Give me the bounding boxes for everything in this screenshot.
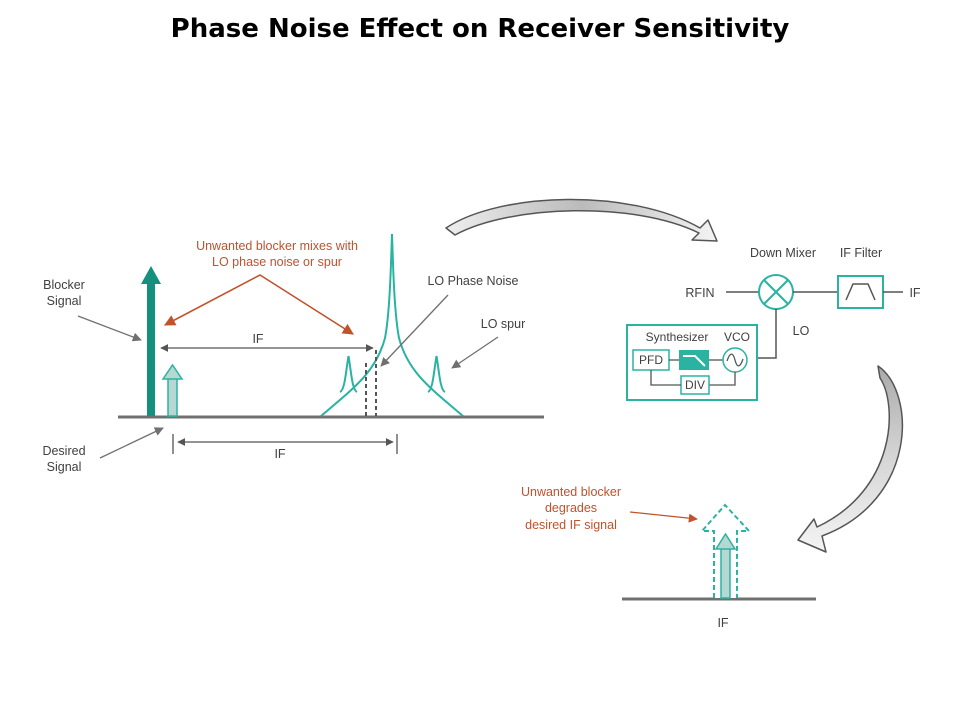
lo-phase-noise-label: LO Phase Noise bbox=[427, 274, 518, 288]
if-filter-label: IF Filter bbox=[840, 246, 882, 260]
output-annotation-pointer bbox=[629, 511, 698, 523]
desired-signal-pointer bbox=[99, 427, 164, 459]
lo-spur-right bbox=[427, 355, 446, 393]
vco-symbol bbox=[722, 347, 748, 373]
blocker-signal-pointer bbox=[77, 315, 142, 342]
output-spectrum: IF Unwanted blocker degrades desired IF … bbox=[521, 485, 816, 630]
blocker-signal-arrow bbox=[141, 266, 161, 416]
lo-spur-left bbox=[339, 355, 358, 393]
lo-spur-pointer bbox=[451, 336, 499, 369]
lo-spur-label: LO spur bbox=[481, 317, 525, 331]
desired-signal-label-line2: Signal bbox=[47, 460, 82, 474]
vco-to-div-wire bbox=[709, 372, 736, 386]
blocker-mix-arrow bbox=[164, 274, 354, 335]
output-annotation-line2: degrades bbox=[545, 501, 597, 515]
output-if-label: IF bbox=[717, 616, 728, 630]
page-title: Phase Noise Effect on Receiver Sensitivi… bbox=[170, 14, 790, 44]
mix-annotation-line2: LO phase noise or spur bbox=[212, 255, 342, 269]
down-mixer-label: Down Mixer bbox=[750, 246, 816, 260]
output-annotation-line1: Unwanted blocker bbox=[521, 485, 621, 499]
lo-label: LO bbox=[793, 324, 810, 338]
synthesizer-label: Synthesizer bbox=[646, 330, 709, 344]
if-output-label: IF bbox=[909, 286, 920, 300]
loop-filter-block bbox=[679, 350, 709, 370]
desired-if-signal-arrow bbox=[714, 532, 737, 599]
lo-phase-noise-curve bbox=[320, 233, 464, 417]
pfd-label: PFD bbox=[639, 353, 663, 367]
blocker-signal-label-line2: Signal bbox=[47, 294, 82, 308]
vco-label: VCO bbox=[724, 330, 750, 344]
spectrum-diagram: Unwanted blocker mixes with LO phase noi… bbox=[42, 233, 544, 474]
output-annotation-line3: desired IF signal bbox=[525, 518, 617, 532]
if-upper-label: IF bbox=[252, 332, 263, 346]
mixer-symbol bbox=[758, 274, 794, 310]
rfin-label: RFIN bbox=[685, 286, 714, 300]
div-to-pfd-wire bbox=[650, 370, 681, 386]
desired-signal-label-line1: Desired bbox=[42, 444, 85, 458]
div-label: DIV bbox=[685, 378, 705, 392]
flow-arrow-top bbox=[445, 198, 718, 242]
receiver-block-diagram: Down Mixer IF Filter RFIN IF LO Synthesi… bbox=[626, 246, 921, 401]
if-lower-label: IF bbox=[274, 447, 285, 461]
lo-phase-noise-pointer bbox=[380, 294, 449, 367]
blocker-signal-label-line1: Blocker bbox=[43, 278, 85, 292]
mix-annotation-line1: Unwanted blocker mixes with bbox=[196, 239, 358, 253]
lo-wire bbox=[756, 309, 777, 359]
desired-signal-arrow bbox=[161, 363, 184, 417]
if-filter-block bbox=[837, 275, 884, 309]
flow-arrow-right bbox=[797, 365, 904, 553]
